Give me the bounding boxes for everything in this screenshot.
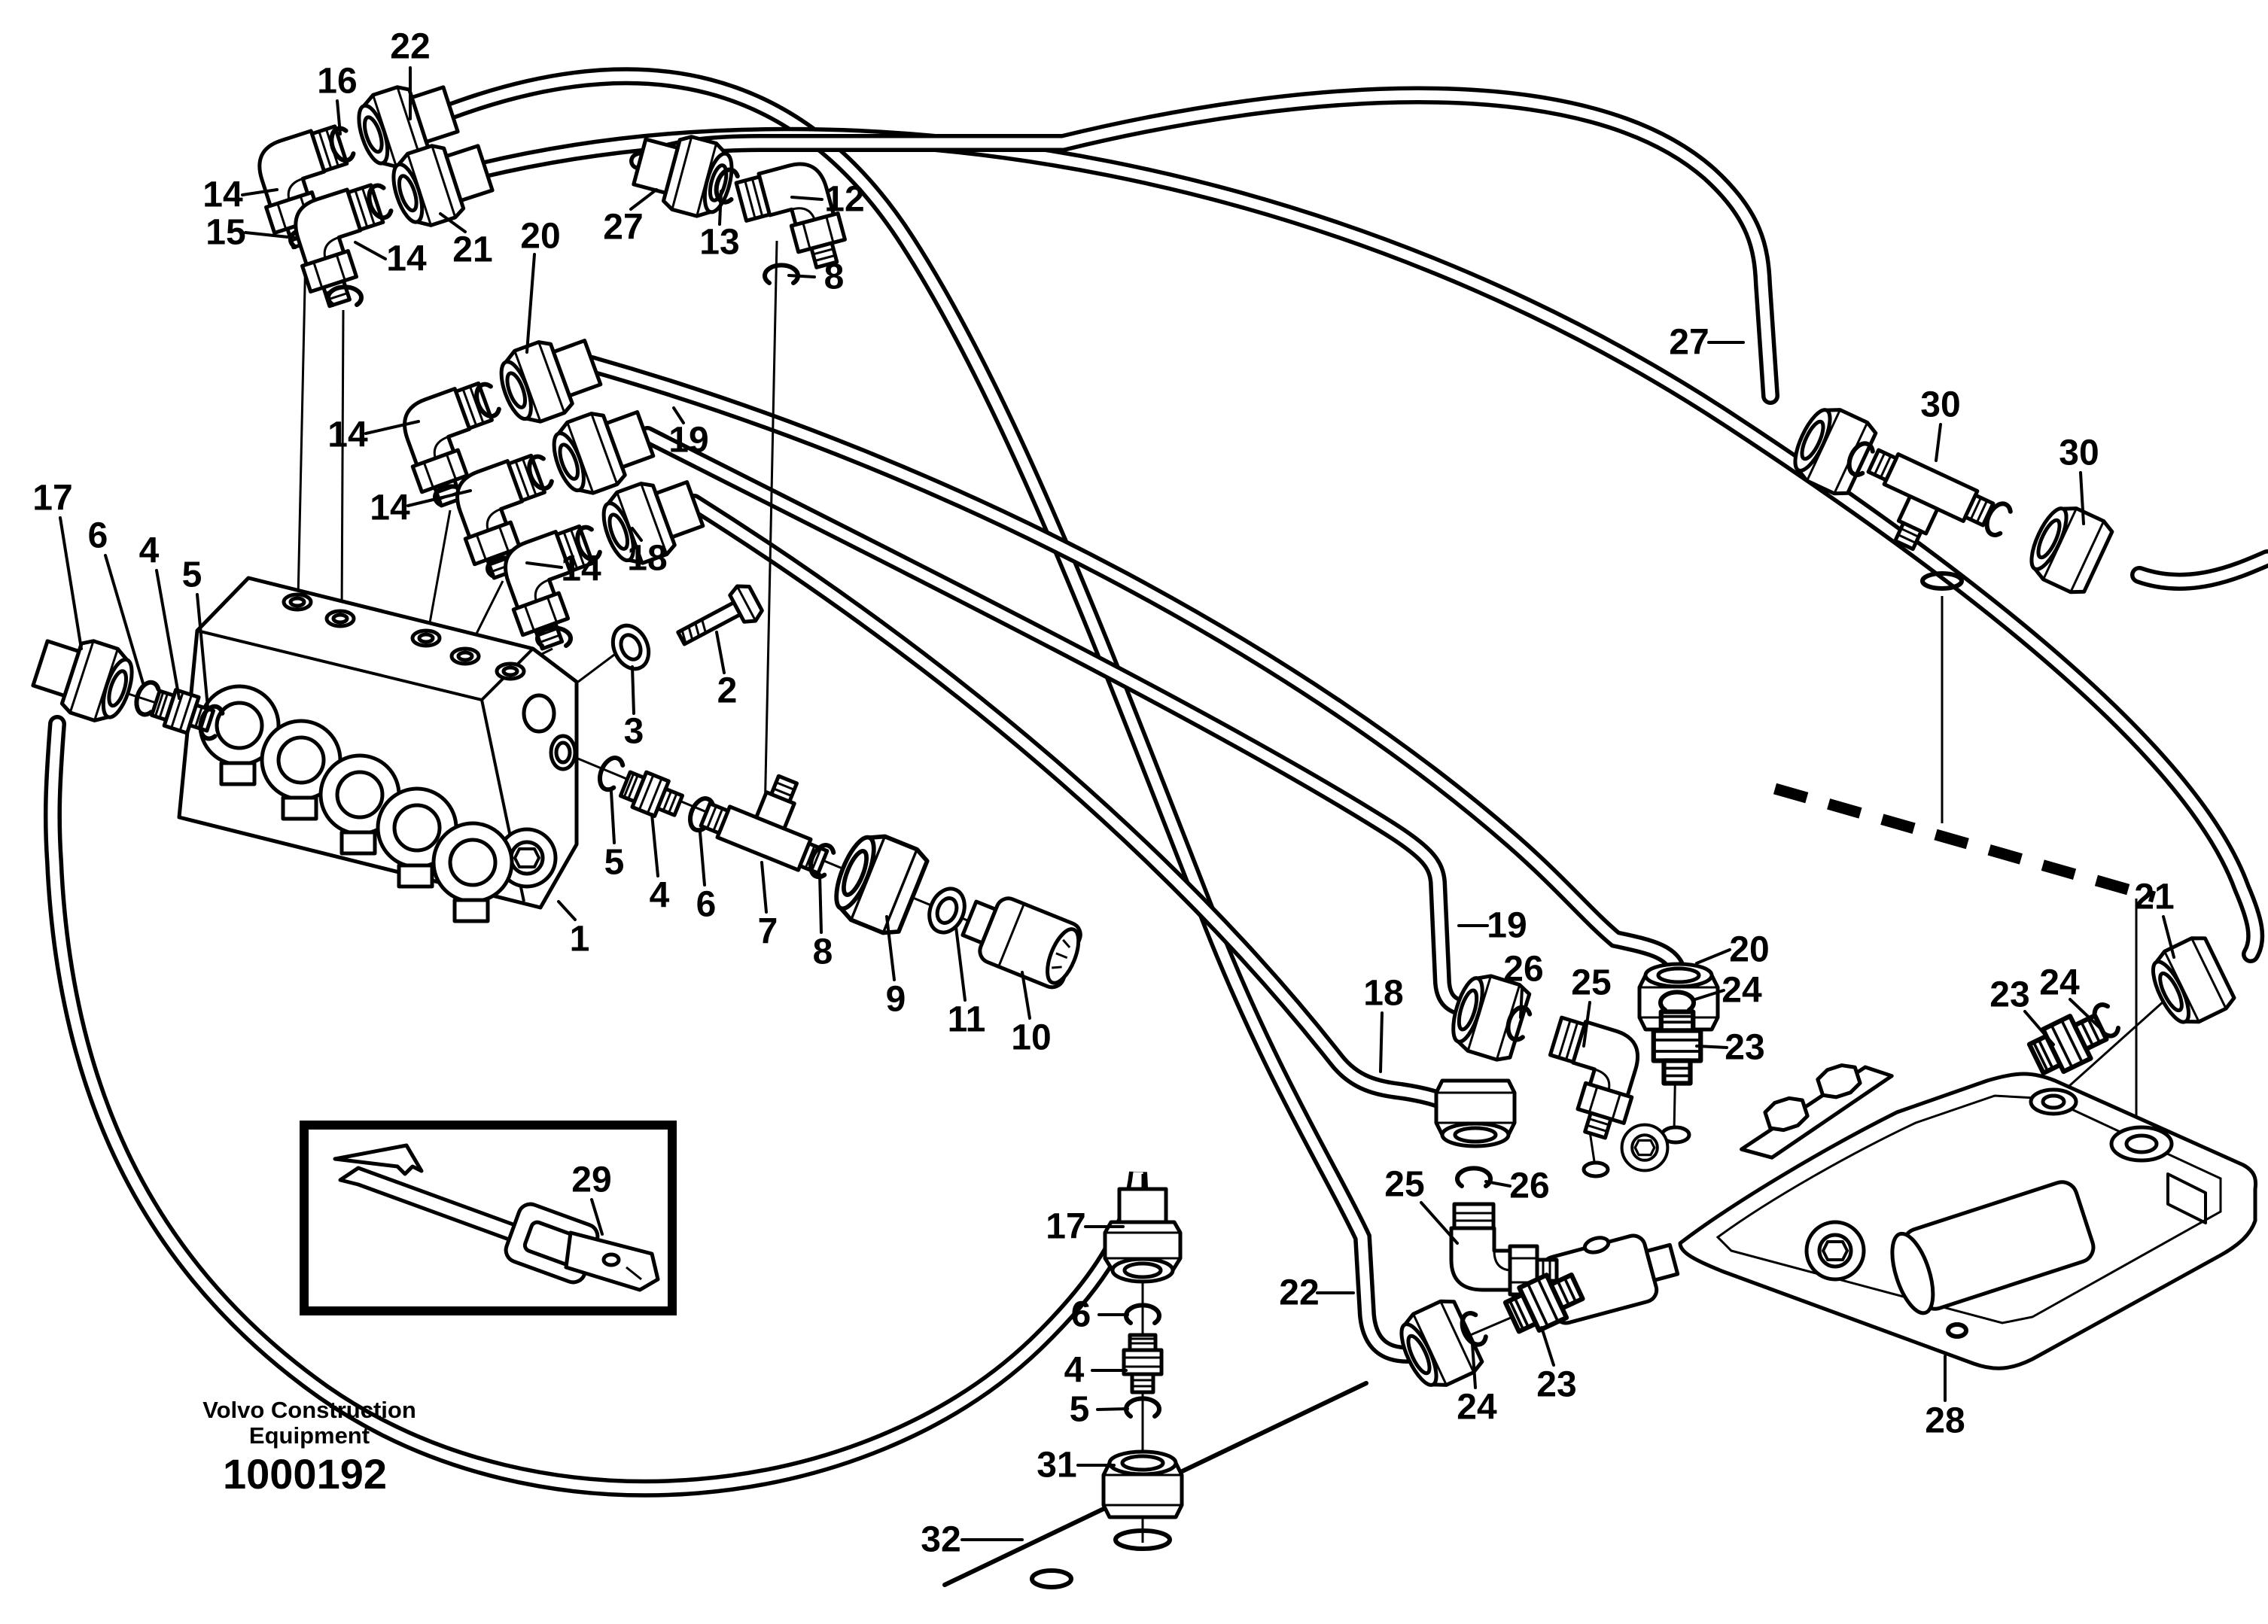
brand-line-2: Equipment xyxy=(249,1422,370,1449)
callout-14: 14 xyxy=(386,239,427,279)
hidden-route-dashed-line xyxy=(1773,783,2157,903)
callout-7: 7 xyxy=(758,912,778,952)
servo-cover-cluster xyxy=(1392,933,2258,1395)
washer-3 xyxy=(606,620,655,675)
callout-1: 1 xyxy=(570,920,590,959)
nipple-23 xyxy=(1654,1012,1701,1084)
callout-20: 20 xyxy=(520,217,560,257)
oring-26 xyxy=(1457,1168,1490,1186)
nipple-4 xyxy=(1124,1335,1161,1392)
callout-21: 21 xyxy=(452,230,492,270)
callout-5: 5 xyxy=(1070,1390,1090,1430)
solenoid-coil xyxy=(434,823,512,921)
callout-18: 18 xyxy=(627,539,667,579)
callout-2: 2 xyxy=(717,671,738,711)
callout-31: 31 xyxy=(1037,1446,1076,1486)
callout-8: 8 xyxy=(824,257,845,297)
callout-10: 10 xyxy=(1011,1018,1051,1058)
callout-22: 22 xyxy=(1279,1273,1319,1313)
solenoid-valve-block xyxy=(177,576,579,921)
callout-15: 15 xyxy=(205,213,245,253)
callout-6: 6 xyxy=(88,516,108,556)
callout-32: 32 xyxy=(921,1520,960,1560)
tee-fitting-7 xyxy=(699,756,846,877)
callout-13: 13 xyxy=(699,223,739,263)
oring-8 xyxy=(765,265,798,283)
callout-18: 18 xyxy=(1363,974,1403,1014)
footer: Volvo Construction Equipment 1000192 xyxy=(202,1397,416,1498)
callout-12: 12 xyxy=(824,180,864,220)
hose-nut-17 xyxy=(1105,1189,1180,1282)
callout-24: 24 xyxy=(1722,971,1762,1011)
callout-28: 28 xyxy=(1925,1401,1965,1441)
callout-22: 22 xyxy=(390,27,430,67)
washer xyxy=(1113,1528,1172,1551)
callout-19: 19 xyxy=(1487,906,1527,946)
elbow-nut-18 xyxy=(1436,1081,1515,1146)
callout-3: 3 xyxy=(624,712,644,752)
tee-cluster xyxy=(1785,400,2114,598)
callout-8: 8 xyxy=(813,932,833,972)
panel-hole xyxy=(1030,1568,1073,1589)
callout-6: 6 xyxy=(1071,1295,1091,1335)
leader-lines xyxy=(59,66,2175,1541)
callout-30: 30 xyxy=(2059,433,2099,473)
bottom-bulkhead-chain xyxy=(1030,1189,1182,1589)
nipple-23 xyxy=(2026,1006,2111,1080)
callout-14: 14 xyxy=(327,415,368,455)
callout-4: 4 xyxy=(139,531,160,571)
brand-line-1: Volvo Construction xyxy=(202,1397,416,1423)
callout-26: 26 xyxy=(1509,1166,1549,1206)
callout-5: 5 xyxy=(604,843,625,883)
elbow-nut-27 xyxy=(1785,400,1878,499)
union-nut-9 xyxy=(827,826,930,938)
callout-27: 27 xyxy=(603,208,643,248)
oring xyxy=(1920,571,1964,591)
callout-9: 9 xyxy=(886,980,906,1020)
callout-29: 29 xyxy=(571,1160,611,1200)
callout-24: 24 xyxy=(1457,1388,1497,1428)
callout-5: 5 xyxy=(182,555,202,595)
callout-14: 14 xyxy=(561,549,601,589)
callout-26: 26 xyxy=(1503,950,1543,990)
callout-11: 11 xyxy=(948,1000,986,1040)
callout-19: 19 xyxy=(668,421,708,461)
callout-6: 6 xyxy=(696,885,717,925)
callout-23: 23 xyxy=(1989,975,2029,1015)
callout-labels: 22 16 14 15 14 21 20 27 13 12 8 14 14 19… xyxy=(32,27,2174,1560)
callout-27: 27 xyxy=(1669,323,1709,363)
hose-nut-17 xyxy=(29,628,140,728)
callout-4: 4 xyxy=(1064,1351,1085,1391)
document-number: 1000192 xyxy=(223,1450,387,1498)
block-side-hole xyxy=(522,693,556,734)
nut-31 xyxy=(1104,1452,1182,1517)
callout-14: 14 xyxy=(370,488,410,528)
strap-29 xyxy=(333,1143,660,1292)
callout-30: 30 xyxy=(1920,385,1960,425)
callout-4: 4 xyxy=(650,876,670,916)
hose-nut-21 xyxy=(2144,933,2237,1032)
callout-21: 21 xyxy=(2134,877,2174,917)
callout-25: 25 xyxy=(1571,963,1611,1003)
callout-23: 23 xyxy=(1536,1365,1576,1405)
callout-23: 23 xyxy=(1725,1028,1764,1068)
callout-20: 20 xyxy=(1729,930,1769,970)
callout-24: 24 xyxy=(2039,963,2080,1003)
elbow-fitting-25 xyxy=(1532,1014,1649,1142)
callout-16: 16 xyxy=(317,62,357,102)
callout-25: 25 xyxy=(1384,1165,1424,1205)
callout-17: 17 xyxy=(32,479,72,519)
callout-14: 14 xyxy=(202,175,243,215)
inset-box xyxy=(300,1121,677,1315)
callout-17: 17 xyxy=(1046,1207,1085,1247)
nut-30 xyxy=(2022,499,2114,598)
middle-exploded-chain xyxy=(595,581,1087,992)
